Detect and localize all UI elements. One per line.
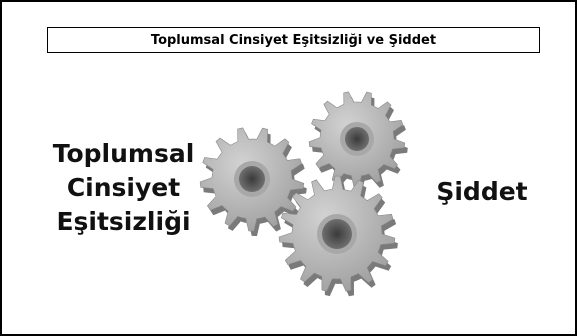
slide-title: Toplumsal Cinsiyet Eşitsizliği ve Şiddet bbox=[47, 27, 540, 53]
gear-bottom-icon bbox=[278, 175, 398, 297]
left-label: Toplumsal Cinsiyet Eşitsizliği bbox=[36, 137, 211, 239]
gears-icon bbox=[199, 91, 408, 297]
gear-top-icon bbox=[308, 91, 408, 192]
left-label-line-2: Cinsiyet bbox=[66, 173, 181, 202]
left-label-line-3: Eşitsizliği bbox=[56, 207, 191, 236]
right-label: Şiddet bbox=[436, 177, 528, 206]
gear-left-icon bbox=[199, 127, 307, 236]
left-label-line-1: Toplumsal bbox=[52, 139, 195, 168]
